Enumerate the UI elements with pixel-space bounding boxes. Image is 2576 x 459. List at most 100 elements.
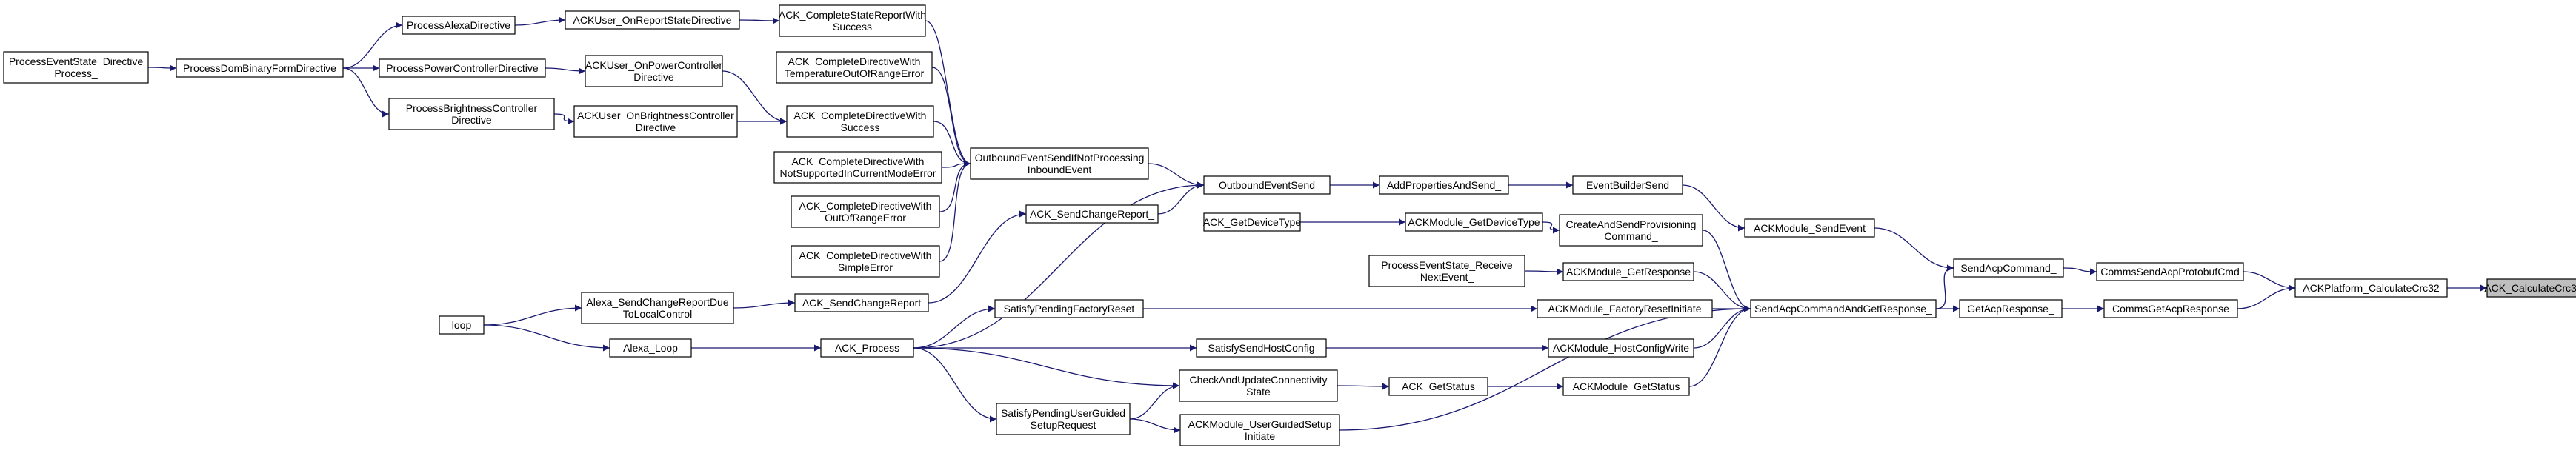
node-getacpresponse[interactable]: GetAcpResponse_ xyxy=(1959,299,2063,318)
node-box xyxy=(1559,214,1703,247)
node-ack-process[interactable]: ACK_Process xyxy=(820,338,914,358)
node-box xyxy=(1959,299,2063,318)
node-ack-completedirectivewithtemperatureoutofrangeerror[interactable]: ACK_CompleteDirectiveWithTemperatureOutO… xyxy=(776,51,933,84)
node-outboundeventsendifnotprocessinginboundevent[interactable]: OutboundEventSendIfNotProcessingInboundE… xyxy=(970,147,1149,180)
node-box xyxy=(1562,377,1690,396)
node-label: ProcessPowerControllerDirective xyxy=(386,62,539,74)
node-box xyxy=(2294,278,2448,298)
edge-mgdt-to-caspc xyxy=(1542,221,1560,234)
node-label: ACK_CompleteDirectiveWith xyxy=(794,110,927,121)
node-eventbuildersend[interactable]: EventBuilderSend xyxy=(1572,175,1683,195)
node-label: ACK_CalculateCrc32 xyxy=(2484,282,2576,294)
node-commsgetacpresponse[interactable]: CommsGetAcpResponse xyxy=(2103,299,2238,318)
node-box xyxy=(1379,175,1509,195)
node-ack-getdevicetype[interactable]: ACK_GetDeviceType xyxy=(1203,212,1301,232)
edge-loop-to-aloop xyxy=(483,324,610,352)
node-label: Alexa_SendChangeReportDue xyxy=(586,296,728,308)
node-label: GetAcpResponse_ xyxy=(1967,303,2054,315)
node-outboundeventsend[interactable]: OutboundEventSend xyxy=(1203,175,1331,195)
edge-pesr-to-mgr xyxy=(1524,268,1564,275)
edge-cdto-to-oesnp xyxy=(931,67,971,167)
edge-mse-to-sac xyxy=(1874,227,1954,272)
node-ackmodule-getstatus[interactable]: ACKModule_GetStatus xyxy=(1562,377,1690,396)
node-commssendacpprotobufcmd[interactable]: CommsSendAcpProtobufCmd xyxy=(2096,262,2244,281)
node-label: ProcessDomBinaryFormDirective xyxy=(183,62,336,74)
edge-proc-to-spugs xyxy=(913,347,997,423)
node-label: ACK_CompleteDirectiveWith xyxy=(792,155,925,167)
node-processdombinaryformdirective[interactable]: ProcessDomBinaryFormDirective xyxy=(176,58,344,78)
node-label: CreateAndSendProvisioning xyxy=(1566,218,1697,230)
node-label: ACK_CompleteStateReportWith xyxy=(779,9,926,21)
edge-ascr-to-scr xyxy=(733,299,796,309)
edge-cssp-to-pcc xyxy=(2243,271,2296,292)
node-label: ACK_CompleteDirectiveWith xyxy=(788,56,921,67)
edge-scr-to-scru xyxy=(928,210,1027,304)
node-ackplatform-calculatecrc32[interactable]: ACKPlatform_CalculateCrc32 xyxy=(2294,278,2448,298)
node-ack-sendchangereport[interactable]: ACK_SendChangeReport_ xyxy=(1025,204,1159,224)
node-satisfypendingfactoryreset[interactable]: SatisfyPendingFactoryReset xyxy=(994,299,1144,318)
node-ack-completedirectivewithnotsupportedincurrentmodeerror[interactable]: ACK_CompleteDirectiveWithNotSupportedInC… xyxy=(773,151,942,184)
edge-loop-to-ascr xyxy=(483,304,582,326)
node-processpowercontrollerdirective[interactable]: ProcessPowerControllerDirective xyxy=(379,58,546,78)
edge-mgs-to-ssac xyxy=(1688,305,1751,387)
node-box xyxy=(1537,299,1713,318)
node-ack-calculatecrc32[interactable]: ACK_CalculateCrc32 xyxy=(2484,278,2576,298)
node-processalexadirective[interactable]: ProcessAlexaDirective xyxy=(402,16,516,35)
node-label: SetupRequest xyxy=(1031,419,1096,431)
node-box xyxy=(773,151,942,184)
edge-pdbf-to-pad xyxy=(342,21,403,69)
edge-ebs-to-mse xyxy=(1682,184,1745,232)
node-sendacpcommandandgetresponse[interactable]: SendAcpCommandAndGetResponse_ xyxy=(1750,299,1937,318)
node-ackuser-onreportstatedirective[interactable]: ACKUser_OnReportStateDirective xyxy=(565,10,740,30)
edge-scru-to-oes xyxy=(1157,181,1205,215)
node-box xyxy=(1572,175,1683,195)
node-ackmodule-factoryresetinitiate[interactable]: ACKModule_FactoryResetInitiate xyxy=(1537,299,1713,318)
node-box xyxy=(1953,258,2064,278)
node-box xyxy=(565,10,740,30)
node-sendacpcommand[interactable]: SendAcpCommand_ xyxy=(1953,258,2064,278)
node-ack-sendchangereport[interactable]: ACK_SendChangeReport xyxy=(794,293,929,312)
node-label: NextEvent_ xyxy=(1420,271,1474,283)
node-label: ACKModule_FactoryResetInitiate xyxy=(1548,303,1702,315)
node-label: SendAcpCommand_ xyxy=(1960,262,2056,274)
node-ack-getstatus[interactable]: ACK_GetStatus xyxy=(1388,377,1488,396)
node-label: Directive xyxy=(451,114,492,126)
node-ackmodule-hostconfigwrite[interactable]: ACKModule_HostConfigWrite xyxy=(1548,338,1694,358)
node-box xyxy=(994,299,1144,318)
edge-uors-to-csrs xyxy=(739,17,780,24)
node-alexa-loop[interactable]: Alexa_Loop xyxy=(609,338,692,358)
node-satisfysendhostconfig[interactable]: SatisfySendHostConfig xyxy=(1196,338,1327,358)
node-box xyxy=(776,51,933,84)
node-box xyxy=(779,4,926,37)
node-ackmodule-getdevicetype[interactable]: ACKModule_GetDeviceType xyxy=(1405,212,1543,232)
node-loop[interactable]: loop xyxy=(439,315,485,335)
edge-spugs-to-cauc xyxy=(1129,382,1180,420)
node-label: Process_ xyxy=(54,67,98,79)
node-label: ToLocalControl xyxy=(623,308,692,320)
node-label: ACKModule_GetStatus xyxy=(1573,381,1680,392)
node-label: ACK_GetStatus xyxy=(1402,381,1475,392)
node-box xyxy=(1405,212,1543,232)
node-ackmodule-sendevent[interactable]: ACKModule_SendEvent xyxy=(1744,218,1875,238)
node-label: ACK_GetDeviceType xyxy=(1203,216,1301,228)
node-label: Directive xyxy=(636,121,676,133)
node-ackmodule-getresponse[interactable]: ACKModule_GetResponse xyxy=(1562,262,1694,281)
node-addpropertiesandsend[interactable]: AddPropertiesAndSend_ xyxy=(1379,175,1509,195)
edge-caspc-to-ssac xyxy=(1702,230,1751,312)
call-edges xyxy=(147,16,2487,434)
edge-pbcd-to-uobc xyxy=(553,113,575,125)
